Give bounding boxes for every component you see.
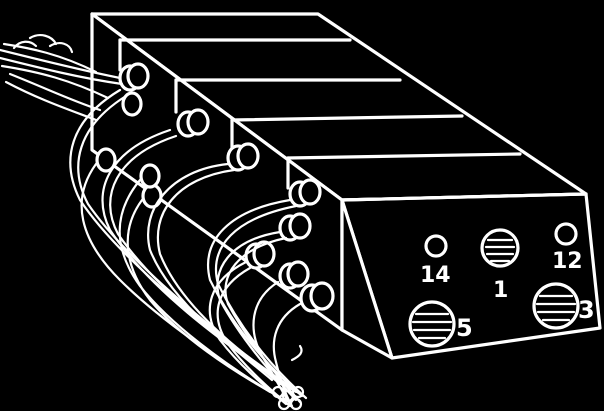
port-label-14: 14 (420, 263, 451, 288)
pilot-port-12 (554, 222, 578, 246)
end-block-side-face (340, 198, 394, 360)
port-label-5: 5 (456, 314, 473, 342)
port-label-1: 1 (493, 278, 508, 303)
pilot-port-14 (424, 234, 448, 258)
fitting-2 (121, 91, 143, 117)
fitting-9 (299, 281, 335, 313)
fitting-1 (118, 62, 150, 92)
end-block-top-edge (340, 192, 588, 202)
manifold-body (90, 12, 602, 360)
fitting-12 (139, 163, 161, 189)
tube-fittings (95, 62, 335, 313)
fitting-5 (288, 178, 322, 208)
fitting-8 (278, 260, 310, 290)
bundle-end-top (12, 34, 74, 54)
exhaust-port-5 (408, 300, 456, 348)
tubing-bundle (0, 34, 308, 411)
fitting-3 (176, 108, 210, 138)
valve-segment-line-3 (230, 114, 464, 122)
fitting-4 (226, 142, 260, 172)
fitting-6 (278, 212, 312, 242)
supply-port-1 (480, 228, 520, 268)
port-label-12: 12 (552, 249, 583, 274)
fitting-10 (95, 147, 117, 173)
valve-segment-line-4 (286, 152, 522, 160)
port-label-3: 3 (578, 296, 595, 324)
end-block-ports: 14 1 12 5 3 (408, 222, 595, 348)
exhaust-port-3 (532, 282, 580, 330)
bundle-end-bottom (271, 344, 305, 411)
